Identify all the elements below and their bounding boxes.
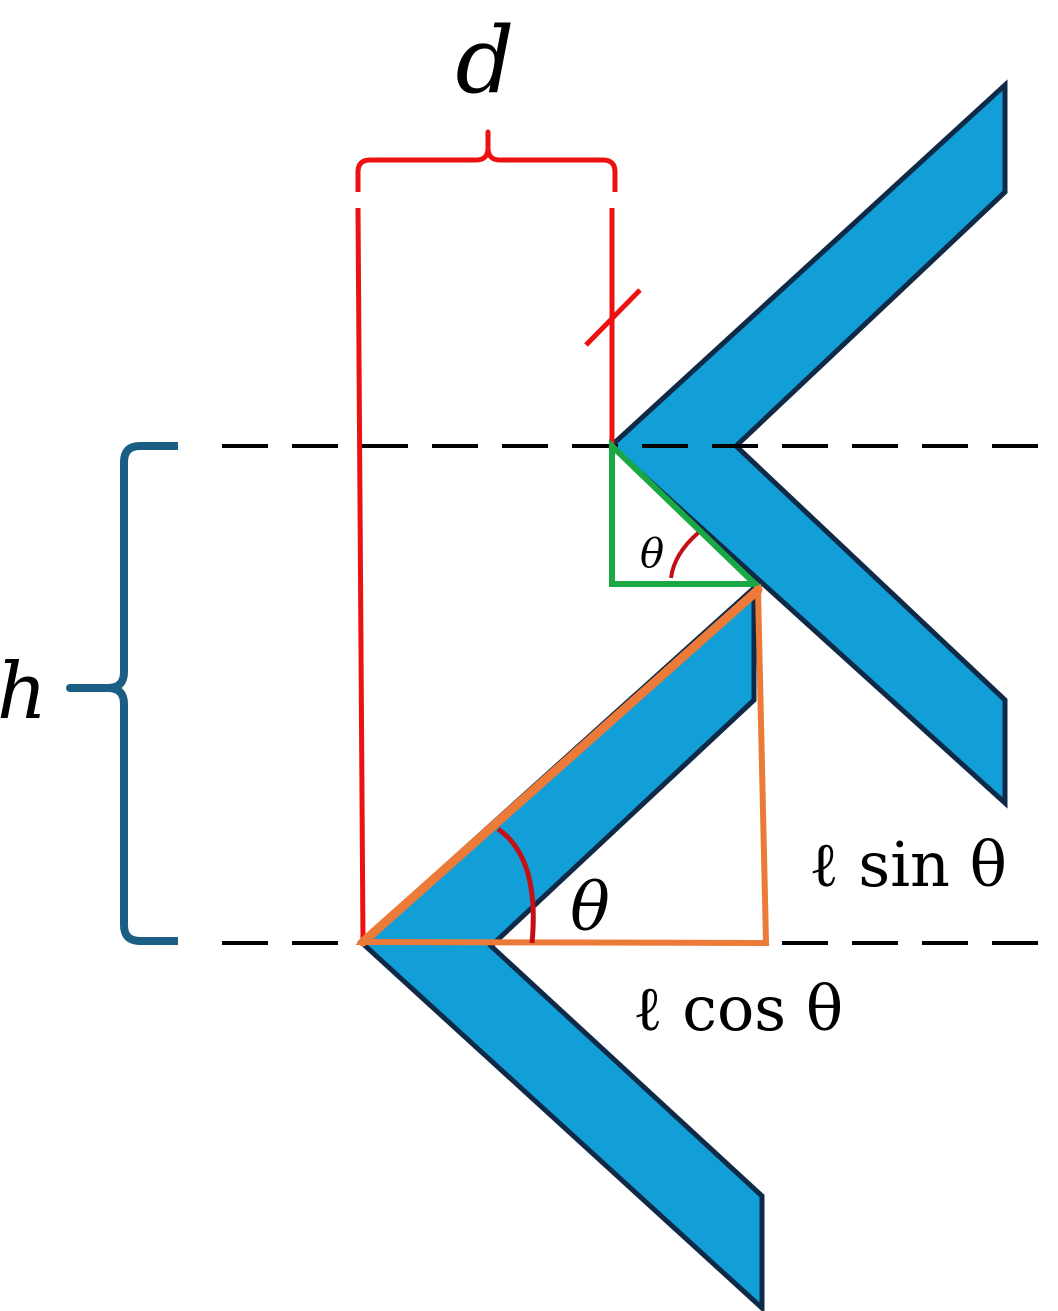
large-triangle-hypotenuse — [358, 585, 763, 947]
d-tick-mark — [584, 288, 642, 347]
small-angle-arc — [669, 531, 700, 579]
lower-mirror-strip — [357, 582, 765, 1311]
h-brace — [66, 442, 178, 945]
d-brace — [355, 129, 618, 192]
d-label: d — [456, 7, 515, 114]
small-theta-label: θ — [640, 531, 664, 577]
d-left-vertical-line — [355, 207, 366, 944]
l-cos-theta-label: ℓ cos θ — [633, 972, 843, 1045]
small-green-triangle — [609, 438, 763, 587]
h-label: h — [0, 647, 47, 737]
large-angle-arc — [496, 826, 536, 944]
large-theta-label: θ — [570, 869, 610, 946]
l-sin-theta-label: ℓ sin θ — [809, 828, 1007, 901]
